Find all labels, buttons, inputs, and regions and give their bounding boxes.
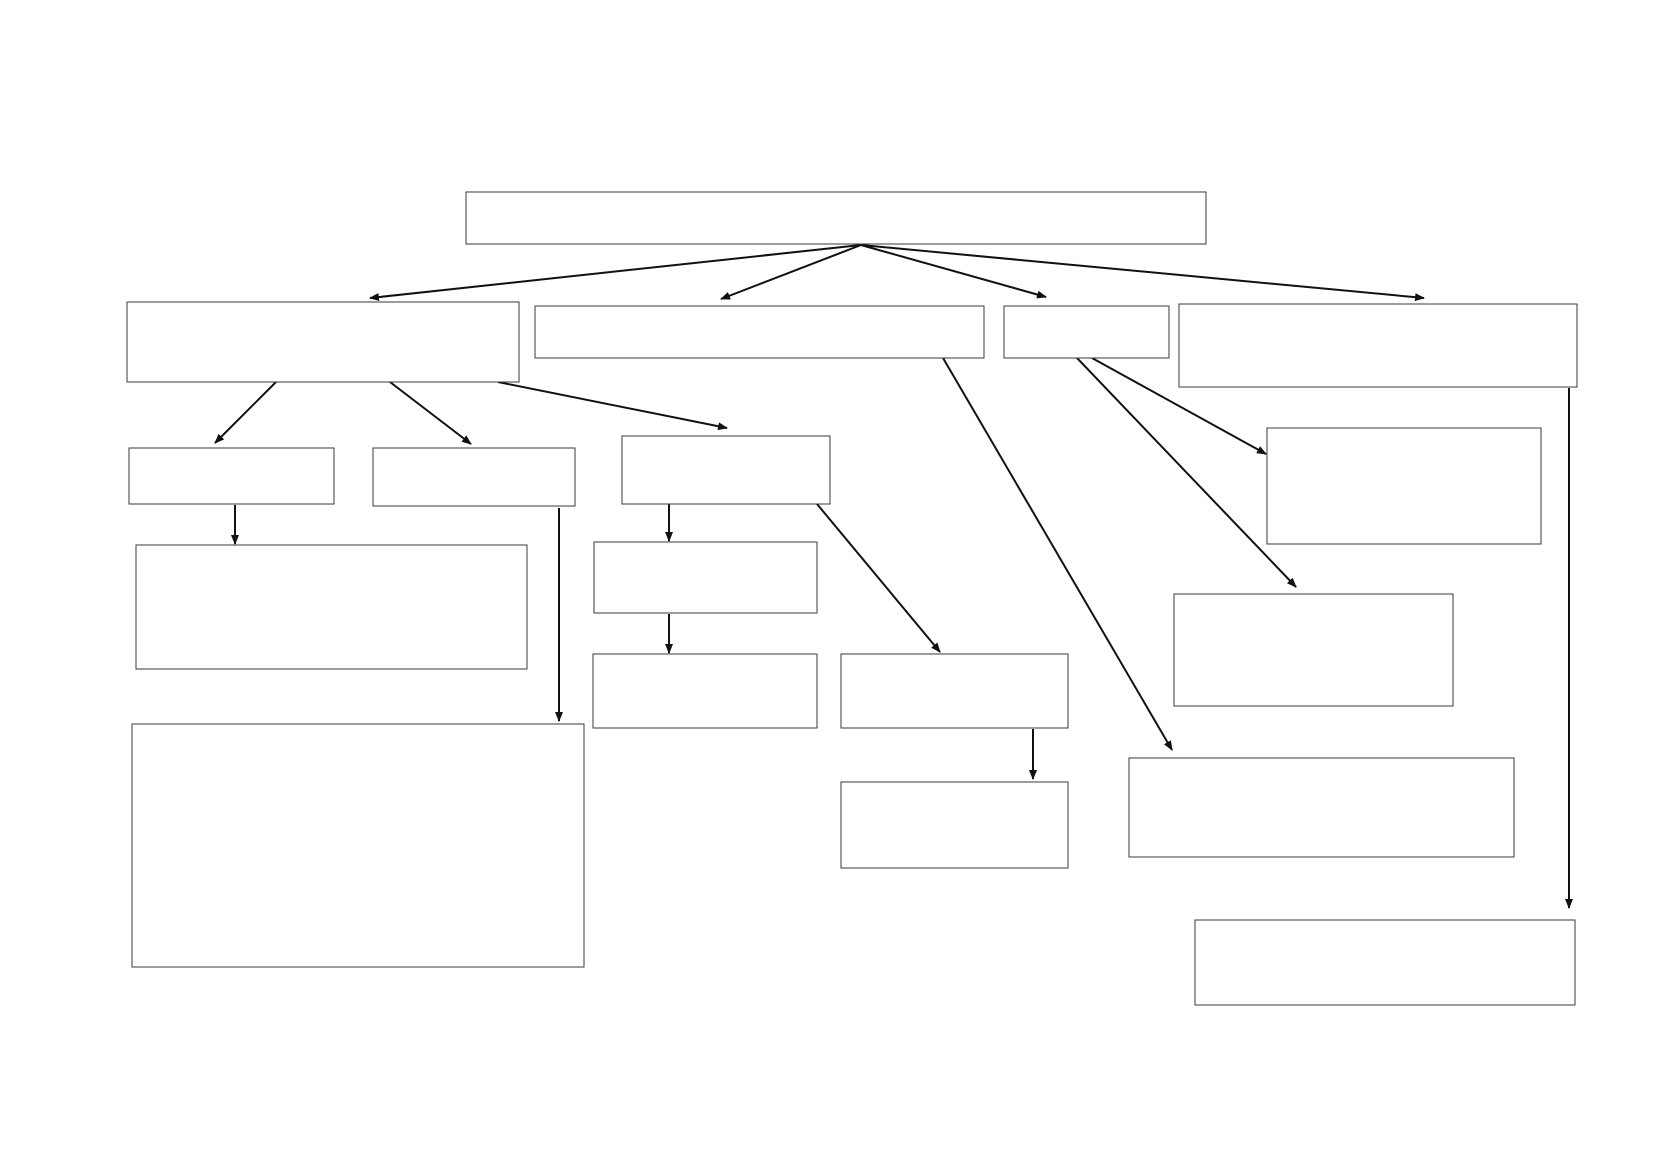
- node-rect-n1c: [621, 435, 831, 505]
- node-box-n1: [126, 301, 520, 383]
- node-box-n1b1: [131, 723, 585, 968]
- node-rect-n3: [1003, 305, 1170, 359]
- arrow-root-to-n2: [720, 244, 862, 300]
- node-rect-n1c2a: [840, 781, 1069, 869]
- node-layer: [126, 191, 1578, 1006]
- node-rect-n4: [1178, 303, 1578, 388]
- node-rect-n1c2: [840, 653, 1069, 729]
- arrow-root-to-n1: [369, 244, 862, 302]
- node-rect-n1c1a: [592, 653, 818, 729]
- node-box-n1c1: [593, 541, 818, 614]
- node-rect-n2: [534, 305, 985, 359]
- arrow-n2-to-n2a: [942, 357, 1173, 751]
- arrow-n1-to-n1b: [389, 381, 472, 445]
- node-box-n4: [1178, 303, 1578, 388]
- node-box-root: [465, 191, 1207, 245]
- arrow-root-to-n4: [860, 244, 1425, 302]
- node-box-n1a: [128, 447, 335, 505]
- node-box-n4a: [1194, 919, 1576, 1006]
- node-box-n2a: [1128, 757, 1515, 858]
- node-rect-n3a: [1266, 427, 1542, 545]
- node-box-n1c1a: [592, 653, 818, 729]
- node-rect-n1a1: [135, 544, 528, 670]
- node-box-n1a1: [135, 544, 528, 670]
- node-box-n1c: [621, 435, 831, 505]
- node-box-n2: [534, 305, 985, 359]
- node-box-n3a: [1266, 427, 1542, 545]
- arrow-n1c-to-n1c2: [816, 503, 941, 653]
- node-rect-n1b1: [131, 723, 585, 968]
- arrow-n3-to-n3b: [1076, 357, 1297, 588]
- connector-layer: [214, 244, 1573, 909]
- arrow-n1-to-n1c: [497, 381, 728, 431]
- node-box-n1c2a: [840, 781, 1069, 869]
- arrow-root-to-n3: [860, 244, 1047, 299]
- node-rect-root: [465, 191, 1207, 245]
- node-rect-n1b: [372, 447, 576, 507]
- node-box-n3b: [1173, 593, 1454, 707]
- node-box-n3: [1003, 305, 1170, 359]
- node-box-n1b: [372, 447, 576, 507]
- node-rect-n3b: [1173, 593, 1454, 707]
- node-box-n1c2: [840, 653, 1069, 729]
- arrow-n1-to-n1a: [214, 381, 277, 444]
- node-rect-n2a: [1128, 757, 1515, 858]
- node-rect-n1c1: [593, 541, 818, 614]
- arrow-n3-to-n3a: [1091, 357, 1267, 455]
- node-rect-n4a: [1194, 919, 1576, 1006]
- node-rect-n1a: [128, 447, 335, 505]
- node-rect-n1: [126, 301, 520, 383]
